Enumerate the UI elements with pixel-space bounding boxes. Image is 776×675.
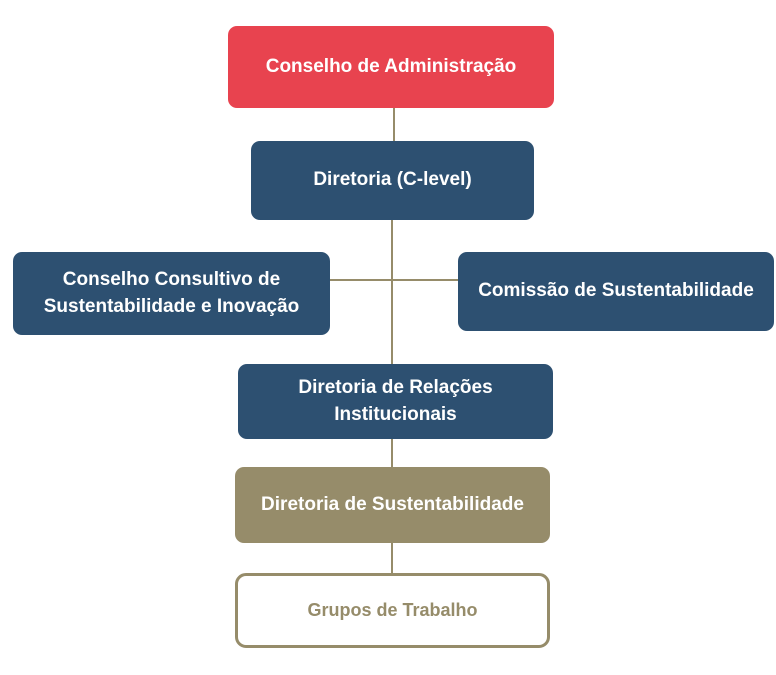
node-diretoria-relacoes-institucionais: Diretoria de Relações Institucionais [238, 364, 553, 439]
node-label: Diretoria (C-level) [313, 169, 472, 191]
node-comissao-de-sustentabilidade: Comissão de Sustentabilidade [458, 252, 774, 331]
node-grupos-de-trabalho: Grupos de Trabalho [235, 573, 550, 648]
node-diretoria-c-level: Diretoria (C-level) [251, 141, 534, 220]
node-label: Comissão de Sustentabilidade [478, 280, 754, 302]
node-conselho-de-administracao: Conselho de Administração [228, 26, 554, 108]
node-label: Grupos de Trabalho [307, 599, 478, 620]
node-label: Conselho de Administração [265, 55, 517, 77]
node-label: Diretoria de Relações Institucionais [298, 376, 493, 425]
node-label: Diretoria de Sustentabilidade [261, 493, 524, 515]
node-diretoria-de-sustentabilidade: Diretoria de Sustentabilidade [235, 467, 550, 543]
node-conselho-consultivo: Conselho Consultivo de Sustentabilidade … [13, 252, 330, 335]
node-label: Conselho Consultivo de Sustentabilidade … [43, 268, 300, 317]
